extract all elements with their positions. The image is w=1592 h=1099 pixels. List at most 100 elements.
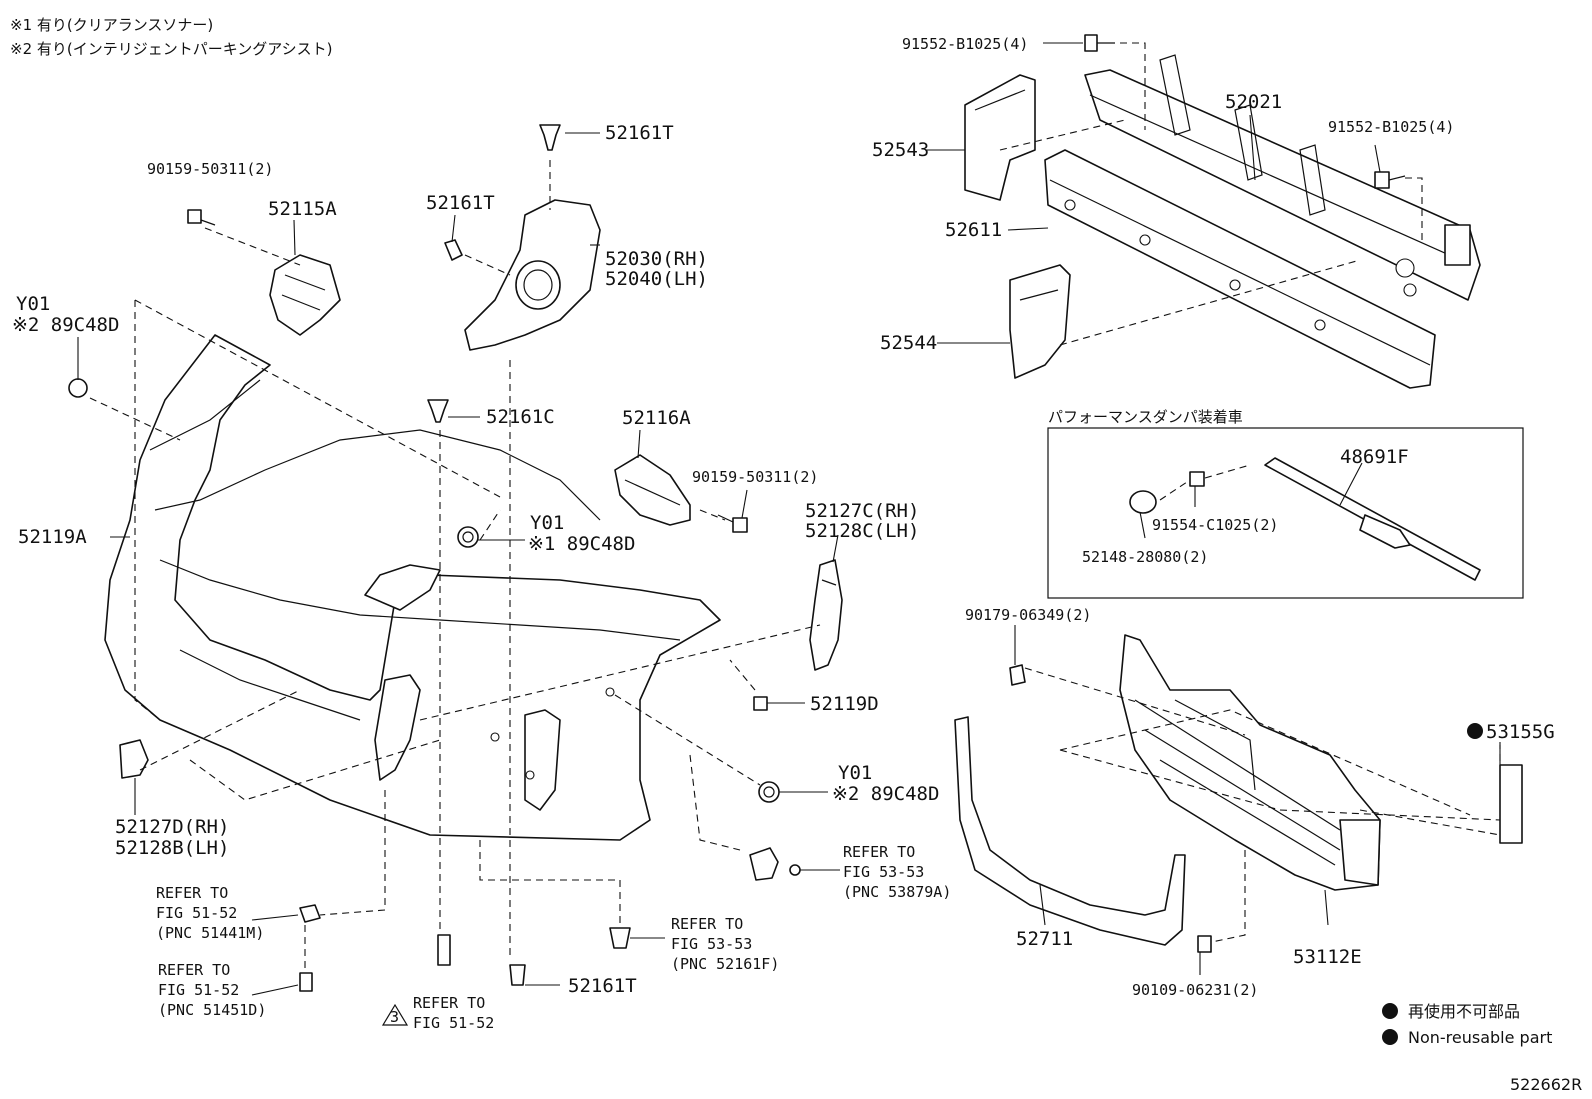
bumper-reinforcement-52021 bbox=[1084, 54, 1481, 301]
svg-text:(PNC 51451D): (PNC 51451D) bbox=[158, 1001, 266, 1019]
screw-90109 bbox=[1197, 935, 1212, 953]
clip-52161F bbox=[609, 927, 631, 949]
svg-text:REFER TO: REFER TO bbox=[156, 884, 228, 902]
svg-text:REFER TO: REFER TO bbox=[413, 994, 485, 1012]
label-89C48D-left: ※2 89C48D bbox=[12, 314, 119, 336]
bolt-91552-top bbox=[1084, 34, 1115, 52]
bolt-90159-mid bbox=[717, 514, 748, 533]
clip-51441M bbox=[299, 904, 321, 923]
label-52161T-top: 52161T bbox=[605, 122, 674, 144]
bracket-52116A bbox=[614, 454, 691, 526]
label-52161C: 52161C bbox=[486, 406, 555, 428]
label-52128C: 52128C(LH) bbox=[805, 520, 919, 542]
label-52119D: 52119D bbox=[810, 693, 879, 715]
screw-fig51-52-c bbox=[437, 934, 451, 966]
svg-text:FIG 51-52: FIG 51-52 bbox=[158, 981, 239, 999]
label-52544: 52544 bbox=[880, 332, 937, 354]
label-89C48D-right: ※2 89C48D bbox=[832, 783, 939, 805]
svg-text:FIG 53-53: FIG 53-53 bbox=[671, 935, 752, 953]
label-52148: 52148-28080(2) bbox=[1082, 548, 1208, 566]
legend: 再使用不可部品 Non-reusable part bbox=[1382, 1002, 1552, 1047]
svg-text:REFER TO: REFER TO bbox=[843, 843, 915, 861]
svg-text:REFER TO: REFER TO bbox=[158, 961, 230, 979]
clip-52161T-top bbox=[539, 124, 561, 151]
legend-jp: 再使用不可部品 bbox=[1408, 1002, 1520, 1021]
ref-fig53-53-pnc52161F: REFER TO FIG 53-53 (PNC 52161F) bbox=[671, 915, 779, 973]
label-53112E: 53112E bbox=[1293, 946, 1362, 968]
label-90109: 90109-06231(2) bbox=[1132, 981, 1258, 999]
ref-fig51-52-triangle: 3 REFER TO FIG 51-52 bbox=[381, 994, 494, 1032]
label-90179: 90179-06349(2) bbox=[965, 606, 1091, 624]
legend-dot-jp bbox=[1382, 1003, 1398, 1019]
label-90159-mid: 90159-50311(2) bbox=[692, 468, 818, 486]
radiator-grille-53112E bbox=[1119, 634, 1381, 891]
nut-90179 bbox=[1009, 664, 1026, 686]
emblem-53155G bbox=[1499, 764, 1523, 844]
svg-text:FIG 53-53: FIG 53-53 bbox=[843, 863, 924, 881]
label-52161T-bottom: 52161T bbox=[568, 975, 637, 997]
label-91552-top: 91552-B1025(4) bbox=[902, 35, 1028, 53]
label-91552-right: 91552-B1025(4) bbox=[1328, 118, 1454, 136]
sensor-89C48D-mid bbox=[457, 526, 479, 548]
svg-text:FIG 51-52: FIG 51-52 bbox=[413, 1014, 494, 1032]
label-52543: 52543 bbox=[872, 139, 929, 161]
clip-52161T-bottom bbox=[509, 964, 526, 986]
screw-52119D bbox=[753, 696, 768, 711]
label-89C48D-mid: ※1 89C48D bbox=[528, 533, 635, 555]
svg-text:(PNC 53879A): (PNC 53879A) bbox=[843, 883, 951, 901]
sensor-89C48D-right bbox=[758, 781, 780, 803]
diagram-id: 522662R bbox=[1510, 1075, 1582, 1094]
performance-damper-box: パフォーマンスダンパ装着車 bbox=[1047, 408, 1524, 599]
ref-fig51-52-pnc51451D: REFER TO FIG 51-52 (PNC 51451D) bbox=[158, 961, 266, 1019]
label-52116A: 52116A bbox=[622, 407, 691, 429]
label-52127D: 52127D(RH) bbox=[115, 816, 229, 838]
label-52611: 52611 bbox=[945, 219, 1002, 241]
clip-52161C bbox=[427, 399, 449, 423]
svg-text:(PNC 52161F): (PNC 52161F) bbox=[671, 955, 779, 973]
label-52128B: 52128B(LH) bbox=[115, 837, 229, 859]
label-y01-right: Y01 bbox=[838, 762, 872, 784]
label-y01-left: Y01 bbox=[16, 293, 50, 315]
front-bumper-cover-52119A bbox=[104, 334, 721, 841]
bolt-90159-left bbox=[187, 209, 216, 226]
label-52711: 52711 bbox=[1016, 928, 1073, 950]
legend-en: Non-reusable part bbox=[1408, 1028, 1552, 1047]
label-48691F: 48691F bbox=[1340, 446, 1409, 468]
label-52115A: 52115A bbox=[268, 198, 337, 220]
label-52021: 52021 bbox=[1225, 91, 1282, 113]
spacer-52127D-52128B bbox=[119, 739, 149, 779]
bracket-52030-52040 bbox=[464, 199, 601, 351]
clip-52161T-mid bbox=[444, 239, 463, 261]
bracket-52543 bbox=[964, 74, 1036, 201]
label-52161T-mid: 52161T bbox=[426, 192, 495, 214]
label-52119A: 52119A bbox=[18, 526, 87, 548]
label-52040: 52040(LH) bbox=[605, 268, 708, 290]
ref-fig51-52-pnc51441M: REFER TO FIG 51-52 (PNC 51441M) bbox=[156, 884, 264, 942]
label-y01-mid: Y01 bbox=[530, 512, 564, 534]
label-90159-left: 90159-50311(2) bbox=[147, 160, 273, 178]
bolt-91552-right bbox=[1374, 171, 1406, 189]
screw-51451D bbox=[299, 972, 313, 992]
grille-molding-52711 bbox=[954, 716, 1186, 946]
non-reusable-mark-53155G bbox=[1467, 723, 1483, 739]
triangle-note-number: 3 bbox=[390, 1008, 399, 1026]
legend-dot-en bbox=[1382, 1029, 1398, 1045]
clip-53879A bbox=[749, 847, 801, 881]
bracket-52544 bbox=[1009, 264, 1071, 379]
note-1: ※1 有り(クリアランスソナー) bbox=[10, 16, 213, 34]
svg-text:REFER TO: REFER TO bbox=[671, 915, 743, 933]
svg-text:(PNC 51441M): (PNC 51441M) bbox=[156, 924, 264, 942]
svg-text:FIG 51-52: FIG 51-52 bbox=[156, 904, 237, 922]
bumper-absorber-52611 bbox=[1044, 149, 1436, 389]
label-52030: 52030(RH) bbox=[605, 248, 708, 270]
sensor-89C48D-left bbox=[68, 378, 88, 398]
label-53155G: 53155G bbox=[1486, 721, 1555, 743]
damper-box-title: パフォーマンスダンパ装着車 bbox=[1048, 408, 1243, 426]
note-2: ※2 有り(インテリジェントパーキングアシスト) bbox=[10, 40, 333, 58]
label-91554: 91554-C1025(2) bbox=[1152, 516, 1278, 534]
label-52127C: 52127C(RH) bbox=[805, 500, 919, 522]
bracket-52127C-52128C bbox=[809, 559, 843, 671]
ref-fig53-53-pnc53879A: REFER TO FIG 53-53 (PNC 53879A) bbox=[843, 843, 951, 901]
bracket-52115A bbox=[269, 254, 341, 336]
